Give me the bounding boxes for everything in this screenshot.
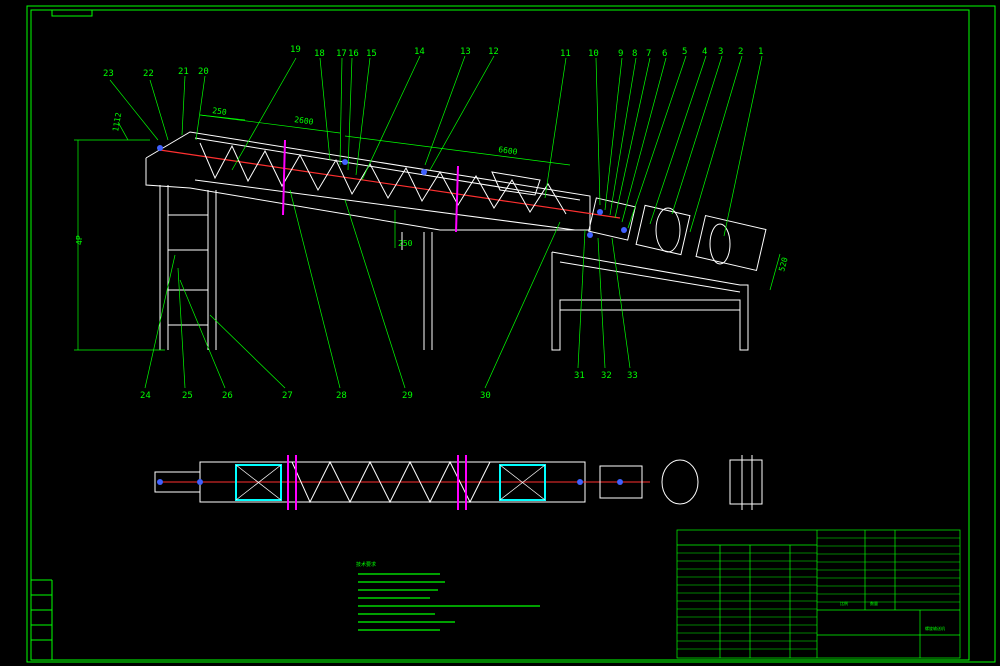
callout-21: 21 xyxy=(178,67,189,77)
callout-15: 15 xyxy=(366,49,377,59)
plan-inlets xyxy=(235,464,546,501)
callout-2: 2 xyxy=(738,47,743,57)
callout-29: 29 xyxy=(402,391,413,401)
callout-8: 8 xyxy=(632,49,637,59)
dim-6600: 6600 xyxy=(498,145,519,157)
technical-notes: 技术要求 xyxy=(356,561,540,631)
callout-5: 5 xyxy=(682,47,687,57)
title-cell-qty: 数量 xyxy=(870,600,878,606)
elevation-view xyxy=(145,131,767,351)
callout-13: 13 xyxy=(460,47,471,57)
callout-16: 16 xyxy=(348,49,359,59)
dim-250-top: 250 xyxy=(212,106,228,117)
top-leader-lines xyxy=(109,55,763,237)
callout-6: 6 xyxy=(662,49,667,59)
screw-flights xyxy=(199,142,567,215)
drawing-border xyxy=(26,5,996,663)
callout-19: 19 xyxy=(290,45,301,55)
callout-30: 30 xyxy=(480,391,491,401)
bottom-leader-lines xyxy=(144,189,631,389)
bottom-label-text: 24 25 26 27 28 29 30 31 32 33 xyxy=(140,371,638,401)
trough-flanges xyxy=(282,139,459,233)
notes-title: 技术要求 xyxy=(356,561,376,568)
head-support xyxy=(551,251,749,351)
callout-32: 32 xyxy=(601,371,612,381)
dimension-text: 250 2600 6600 1112 4P 250 520 xyxy=(75,106,790,272)
drive-bolts xyxy=(157,145,627,238)
callout-11: 11 xyxy=(560,49,571,59)
callout-17: 17 xyxy=(336,49,347,59)
callout-23: 23 xyxy=(103,69,114,79)
dim-2600: 2600 xyxy=(294,115,315,127)
callout-33: 33 xyxy=(627,371,638,381)
title-cell-name: 螺旋输送机 xyxy=(925,625,945,631)
callout-9: 9 xyxy=(618,49,623,59)
inlet-hopper xyxy=(491,171,541,196)
drive-unit xyxy=(588,197,767,272)
plan-flights xyxy=(291,460,491,504)
plan-flanges xyxy=(287,455,467,510)
dim-1112: 1112 xyxy=(111,112,123,133)
callout-12: 12 xyxy=(488,47,499,57)
callout-26: 26 xyxy=(222,391,233,401)
title-block-text: 螺旋输送机 比例 数量 xyxy=(840,600,945,631)
callout-4: 4 xyxy=(702,47,707,57)
callout-28: 28 xyxy=(336,391,347,401)
tail-support xyxy=(159,185,217,350)
callout-18: 18 xyxy=(314,49,325,59)
dim-250-mid: 250 xyxy=(398,239,413,248)
callout-14: 14 xyxy=(414,47,425,57)
middle-support xyxy=(401,232,433,350)
callout-1: 1 xyxy=(758,47,763,57)
callout-31: 31 xyxy=(574,371,585,381)
plan-bolts xyxy=(157,479,623,485)
callout-20: 20 xyxy=(198,67,209,77)
plan-view xyxy=(154,455,763,510)
callout-25: 25 xyxy=(182,391,193,401)
callout-27: 27 xyxy=(282,391,293,401)
callout-24: 24 xyxy=(140,391,151,401)
dim-520: 520 xyxy=(777,256,789,272)
dimension-lines xyxy=(74,114,781,351)
conveyor-trough xyxy=(145,131,591,231)
top-label-text: 23 22 21 20 19 18 17 16 15 14 13 12 11 1… xyxy=(103,45,763,79)
plan-inlet-cross xyxy=(235,464,546,501)
callout-10: 10 xyxy=(588,49,599,59)
title-block-rows xyxy=(677,537,960,650)
callout-22: 22 xyxy=(143,69,154,79)
plan-drive xyxy=(599,455,763,510)
dim-height: 4P xyxy=(75,235,84,245)
title-cell-scale: 比例 xyxy=(840,600,848,606)
callout-7: 7 xyxy=(646,49,651,59)
callout-3: 3 xyxy=(718,47,723,57)
